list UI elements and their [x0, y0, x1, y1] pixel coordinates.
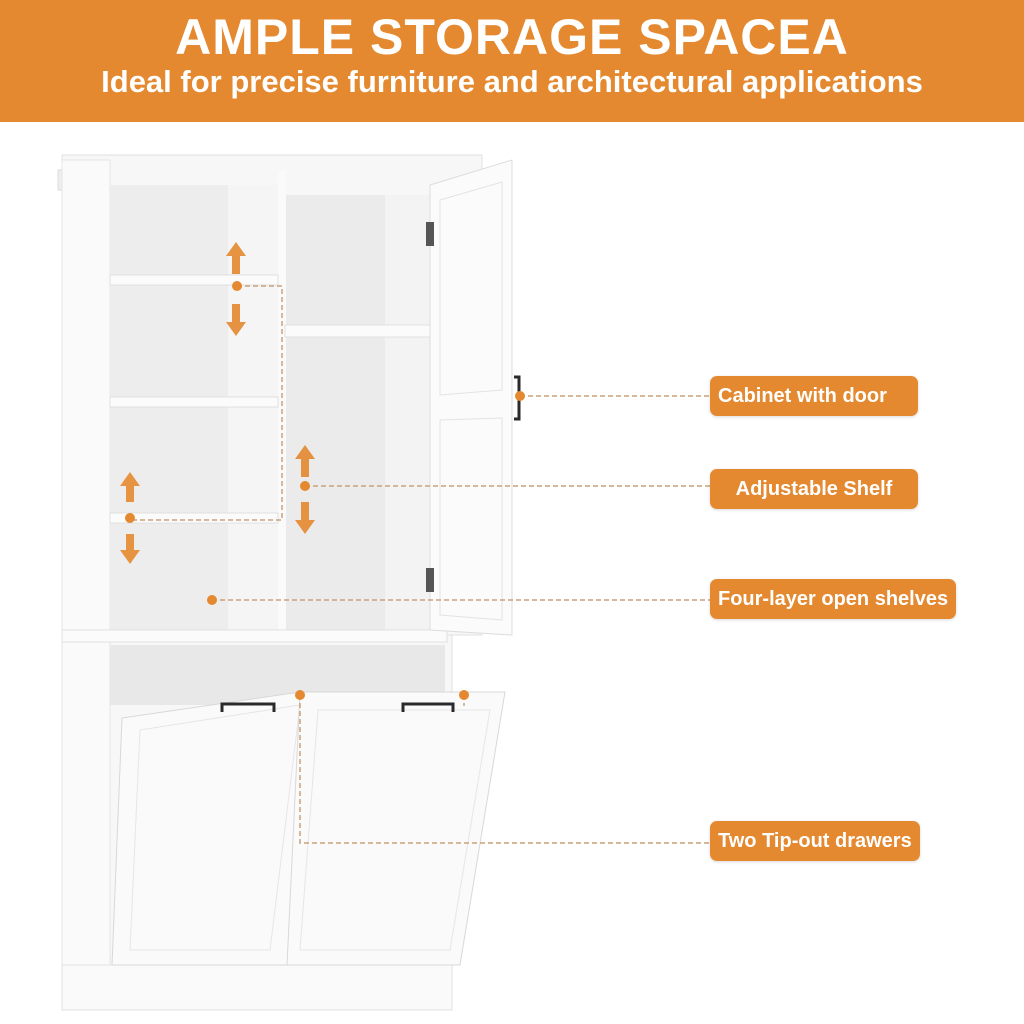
tip-out-drawers [111, 691, 506, 966]
callout-cabinet-with-door: Cabinet with door [710, 376, 918, 416]
callout-adjustable-shelf: Adjustable Shelf [710, 469, 918, 509]
hinge-icon [426, 568, 434, 592]
adjust-arrow-icons [120, 242, 315, 564]
drawer-handle-icon [401, 702, 455, 712]
hinge-icon [426, 222, 434, 246]
callout-two-tip-out-drawers: Two Tip-out drawers [710, 821, 920, 861]
callout-four-layer-open-shelves: Four-layer open shelves [710, 579, 957, 619]
anchor-dots [125, 281, 525, 700]
banner-subtitle: Ideal for precise furniture and architec… [101, 64, 923, 99]
banner-title: AMPLE STORAGE SPACEA [175, 9, 849, 65]
cabinet-door [426, 159, 521, 636]
leader-lines [130, 285, 710, 844]
drawer-handle-icon [220, 702, 276, 712]
header-banner: AMPLE STORAGE SPACEA Ideal for precise f… [0, 0, 1024, 122]
